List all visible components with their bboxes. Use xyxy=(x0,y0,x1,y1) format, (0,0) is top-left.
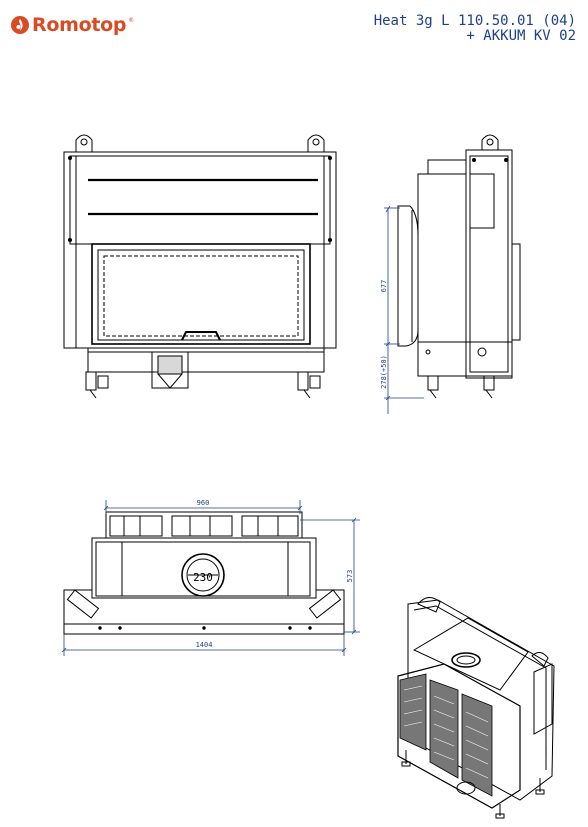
model-designation: Heat 3g L 110.50.01 (04) + AKKUM KV 02 xyxy=(374,14,576,44)
dimension-1404: 1404 xyxy=(196,641,213,649)
top-view xyxy=(63,511,345,635)
model-line-2: + AKKUM KV 02 xyxy=(466,28,576,44)
dimension-278: 278(+50) xyxy=(380,355,388,389)
romotop-flame-icon xyxy=(11,16,29,34)
dimension-573: 573 xyxy=(346,570,354,583)
isometric-view xyxy=(397,597,555,819)
brand-name: Romotop xyxy=(32,14,127,36)
dimension-677: 677 xyxy=(380,280,388,293)
flue-label: 230 xyxy=(193,571,213,584)
side-view xyxy=(397,134,521,399)
brand-logo: Romotop ® xyxy=(10,14,134,36)
front-view xyxy=(63,134,337,399)
top-dimensions xyxy=(61,500,360,656)
side-dimensions xyxy=(384,205,424,414)
registered-mark: ® xyxy=(128,16,135,24)
dimension-960: 960 xyxy=(197,499,210,507)
model-line-1: Heat 3g L 110.50.01 (04) xyxy=(373,13,576,29)
